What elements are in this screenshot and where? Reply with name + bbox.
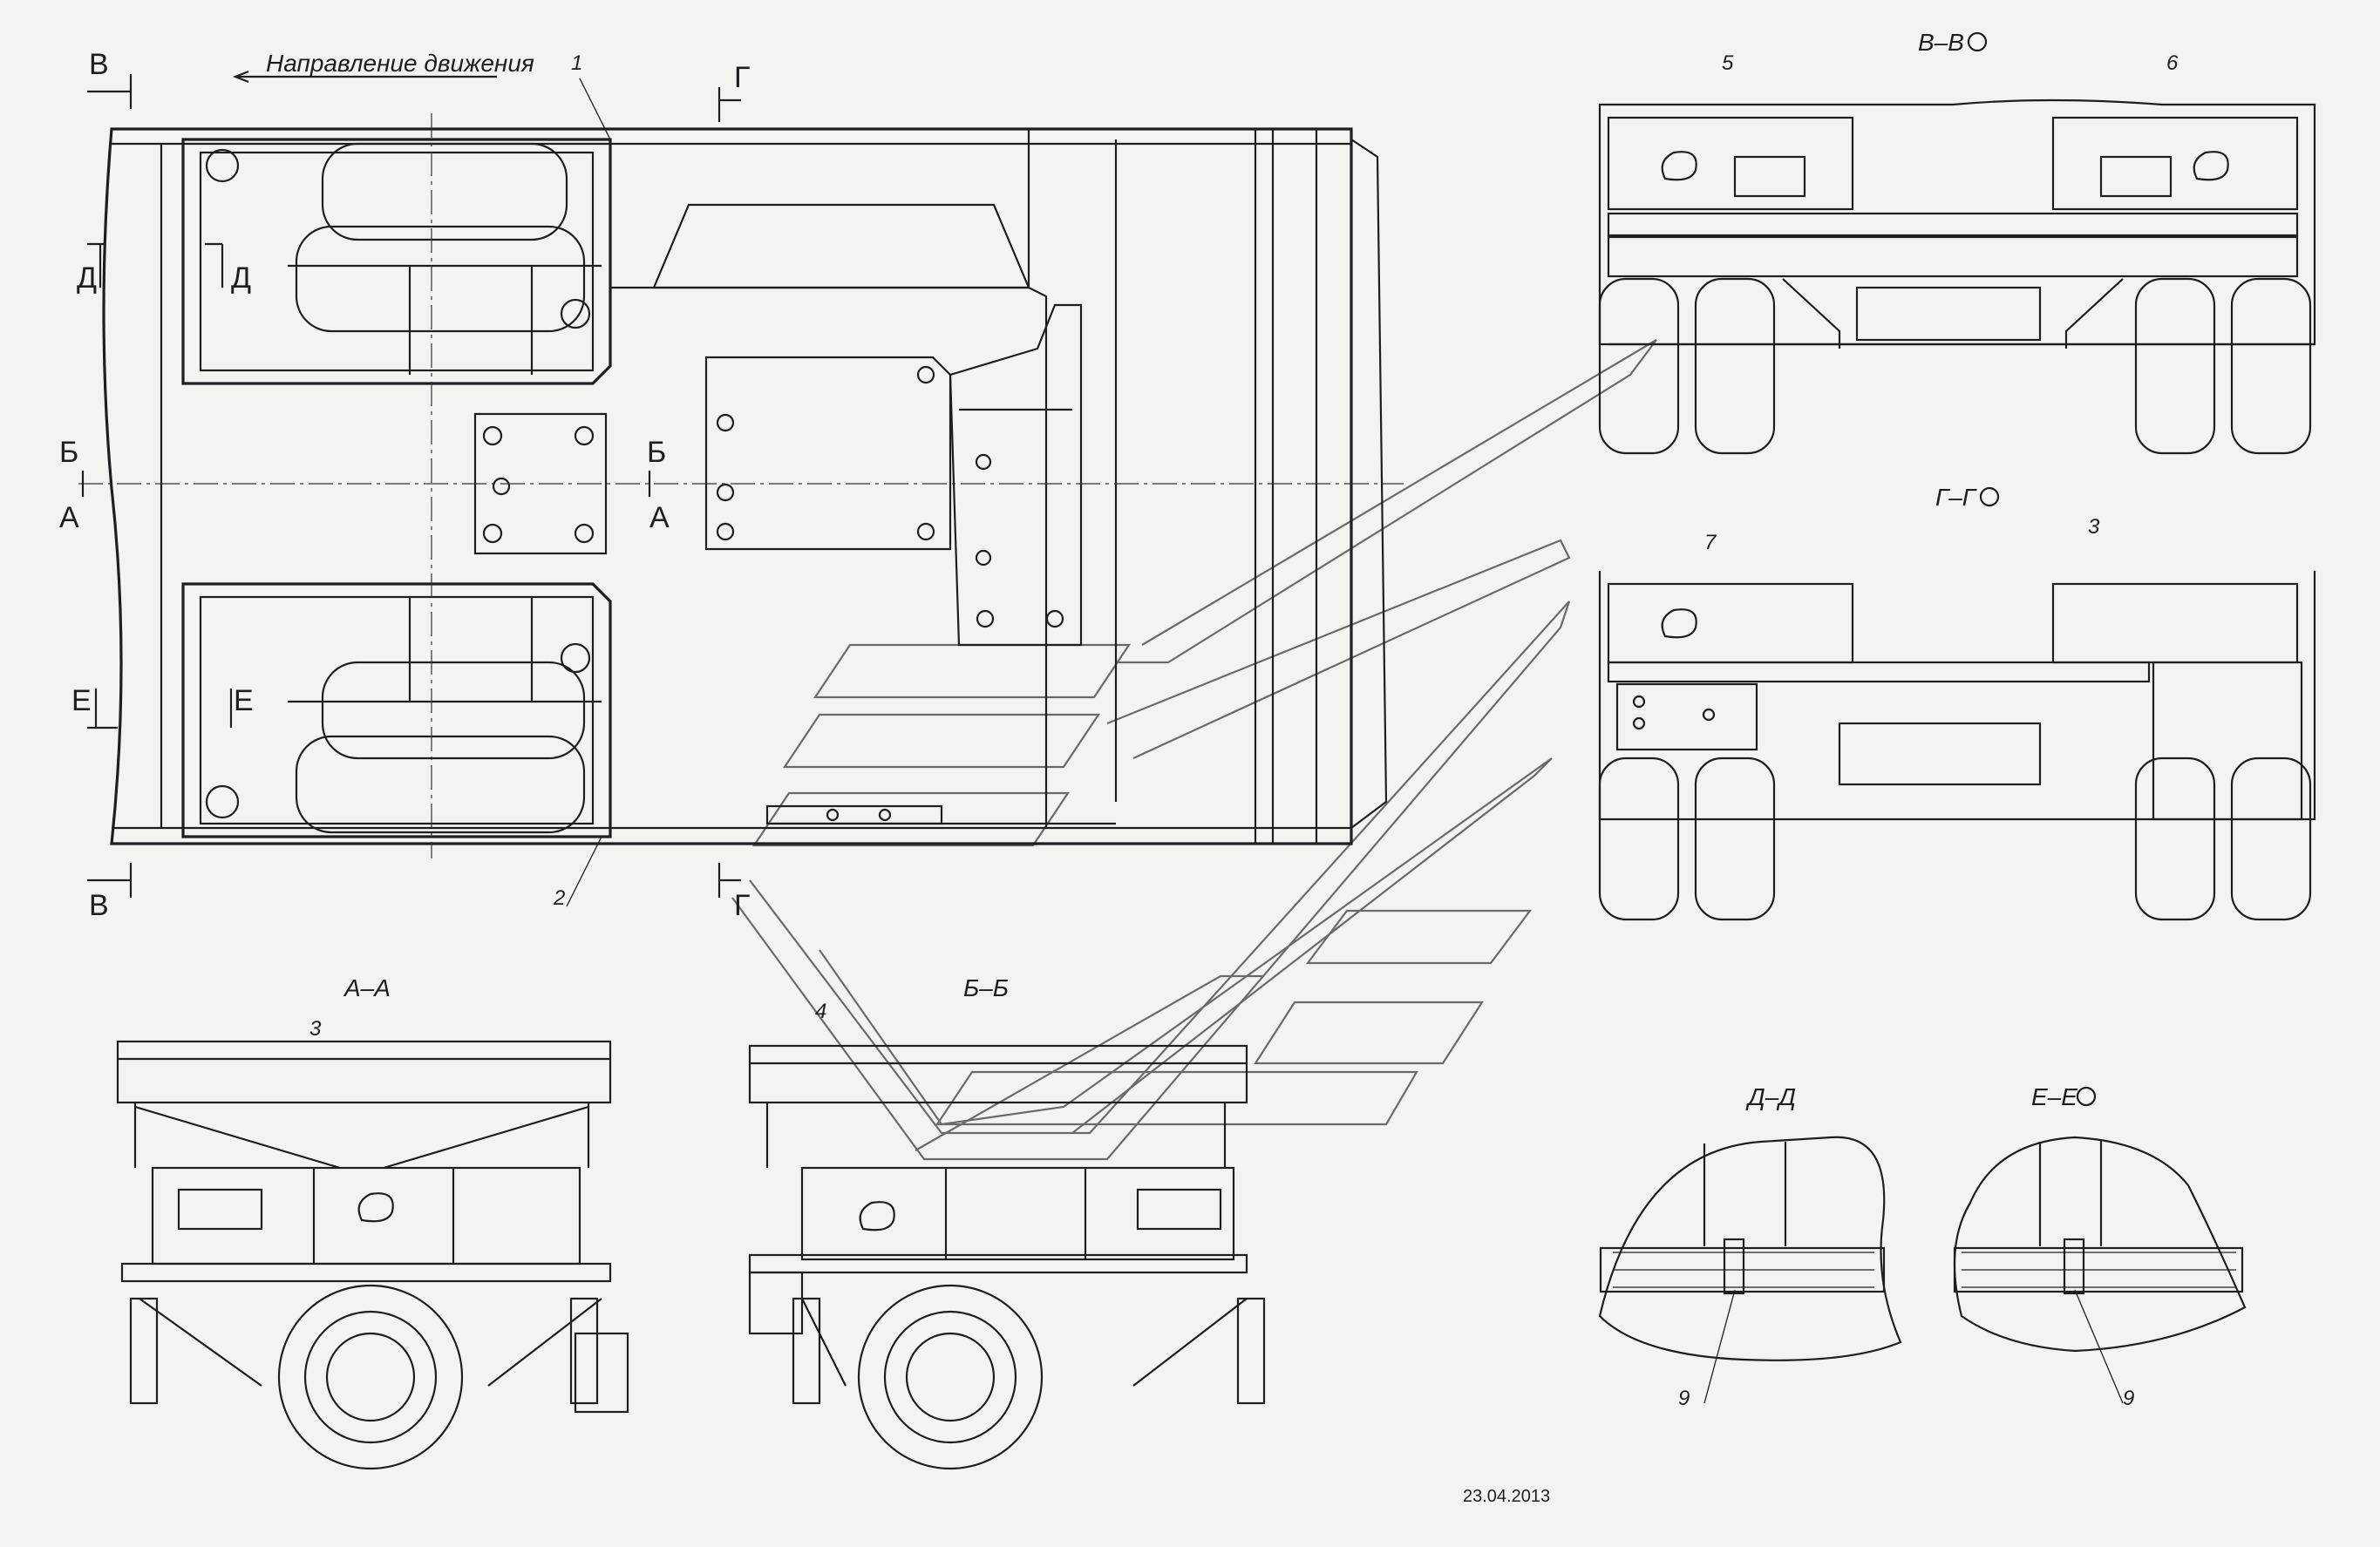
callout-3b: 3 xyxy=(2088,515,2100,539)
view-aa xyxy=(116,1040,629,1470)
detail-ee xyxy=(1953,1136,2247,1404)
callout-1: 1 xyxy=(571,51,582,75)
view-gg xyxy=(1598,571,2316,921)
callout-9-left: 9 xyxy=(1678,1387,1690,1410)
view-bb xyxy=(748,1044,1266,1470)
cut-b-right: Б xyxy=(647,436,666,469)
direction-label: Направление движения xyxy=(266,50,534,77)
callout-6: 6 xyxy=(2166,51,2179,75)
cut-b-left: Б xyxy=(59,436,78,469)
drawing-date: 23.04.2013 xyxy=(1463,1487,1550,1506)
cut-v-top: В xyxy=(89,48,109,81)
callout-2: 2 xyxy=(553,886,565,910)
cut-a-left: А xyxy=(59,501,79,534)
rotation-icon xyxy=(2076,1086,2097,1107)
cut-v-bottom: В xyxy=(89,889,109,922)
rotation-icon xyxy=(1967,31,1988,52)
view-ee-title: Е–Е xyxy=(2031,1083,2077,1110)
callout-4: 4 xyxy=(815,1000,826,1023)
detail-dd xyxy=(1598,1136,1902,1404)
view-dd-title: Д–Д xyxy=(1745,1083,1796,1110)
view-vv-title: В–В xyxy=(1918,29,1964,56)
watermark-logo xyxy=(731,339,1657,1161)
plan-view xyxy=(78,70,1404,907)
rotation-icon xyxy=(1979,486,2000,507)
callout-9-right: 9 xyxy=(2123,1387,2134,1410)
view-gg-title: Г–Г xyxy=(1935,484,1977,511)
callout-7: 7 xyxy=(1704,531,1717,554)
cut-d-left: Д xyxy=(77,261,97,295)
callout-3: 3 xyxy=(309,1017,322,1041)
cut-a-right: А xyxy=(649,501,670,534)
labels: Направление движения В В Г Г Д Д Е Е Б А… xyxy=(59,29,2179,1506)
view-aa-title: А–А xyxy=(343,974,391,1001)
cut-d-right: Д xyxy=(231,261,251,295)
cut-g-bottom: Г xyxy=(734,889,750,922)
cut-e-right: Е xyxy=(234,684,254,717)
view-vv xyxy=(1598,98,2316,455)
callout-5: 5 xyxy=(1722,51,1734,75)
view-bb-title: Б–Б xyxy=(963,974,1009,1001)
cut-e-left: Е xyxy=(71,684,92,717)
cut-g-top: Г xyxy=(734,61,750,94)
